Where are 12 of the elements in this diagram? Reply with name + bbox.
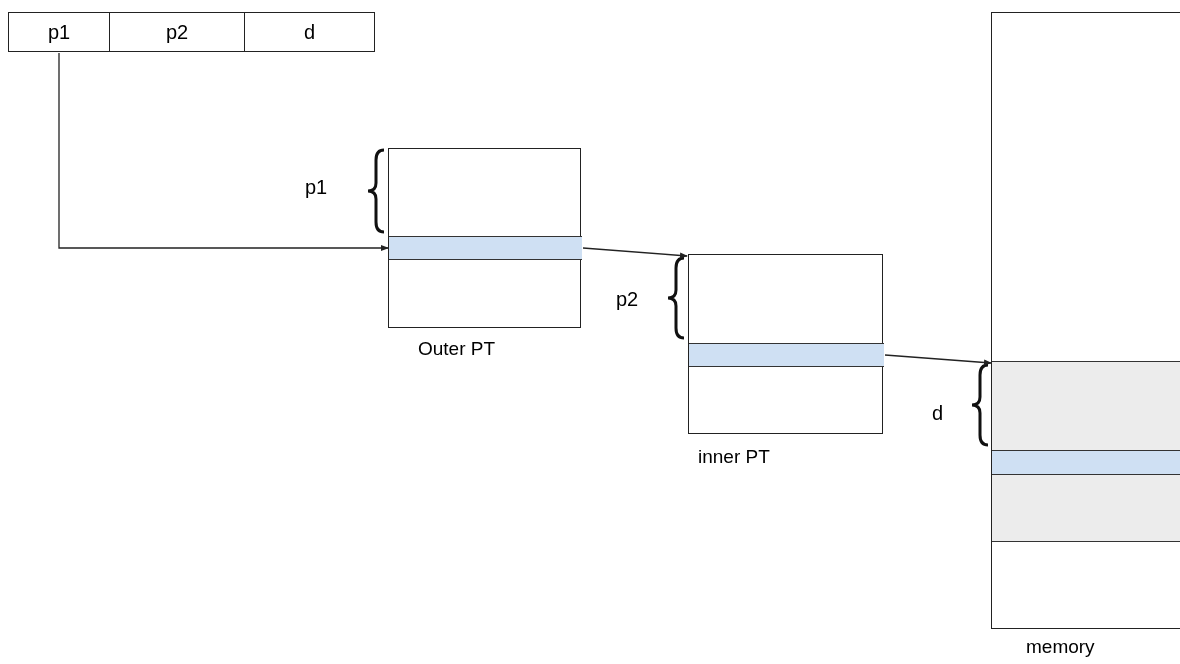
address-field: p1: [8, 12, 110, 52]
arrow: [582, 247, 688, 259]
table-caption: inner PT: [698, 446, 770, 468]
table-caption: Outer PT: [418, 338, 496, 360]
bracket-label: p2: [616, 288, 639, 311]
table-caption: memory: [1026, 636, 1095, 658]
bracket-label: d: [932, 402, 944, 425]
address-field: p2: [110, 12, 245, 52]
arrow: [58, 52, 389, 251]
arrow: [884, 354, 992, 366]
address-field: d: [245, 12, 375, 52]
bracket-label: p1: [305, 176, 328, 199]
